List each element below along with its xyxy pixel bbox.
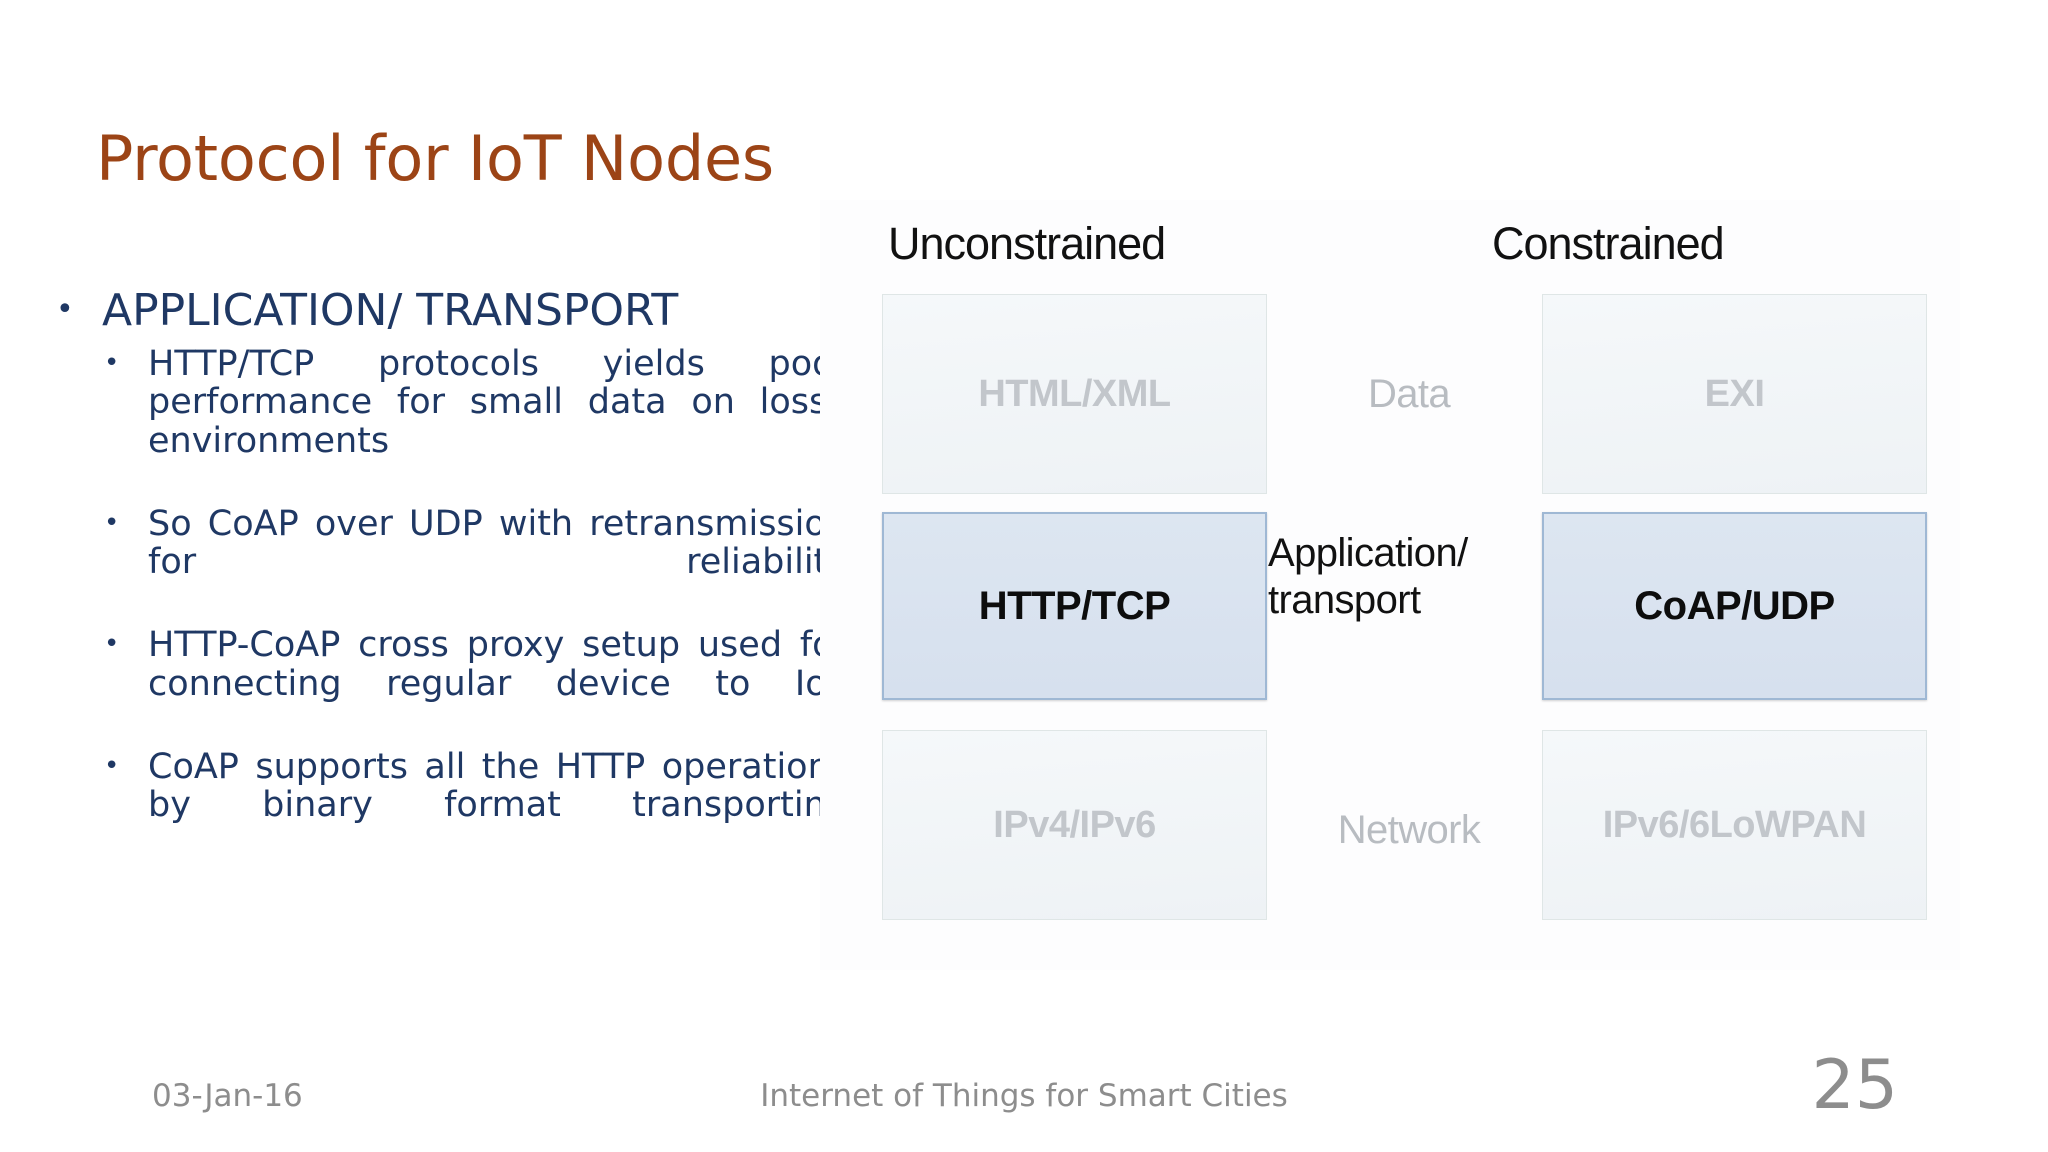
diagram-row-label-network: Network <box>1337 808 1481 852</box>
diagram-box-html-xml: HTML/XML <box>882 294 1267 494</box>
diagram-box-coap-udp: CoAP/UDP <box>1542 512 1927 700</box>
content-body: • APPLICATION/ TRANSPORT • HTTP/TCP prot… <box>48 285 848 869</box>
list-item-level2: • So CoAP over UDP with retransmission f… <box>48 503 848 621</box>
list-item-level2: • HTTP/TCP protocols yields poor perform… <box>48 343 848 499</box>
diagram-box-ipv4-ipv6: IPv4/IPv6 <box>882 730 1267 920</box>
list-item-label: So CoAP over UDP with retransmission for… <box>148 503 848 583</box>
page-title: Protocol for IoT Nodes <box>96 122 775 195</box>
bullet-glyph: • <box>104 347 120 378</box>
footer-title: Internet of Things for Smart Cities <box>760 1078 1288 1114</box>
diagram-box-ipv6-6lowpan: IPv6/6LoWPAN <box>1542 730 1927 920</box>
list-item-label: APPLICATION/ TRANSPORT <box>102 285 679 336</box>
list-item-level1: • APPLICATION/ TRANSPORT <box>48 285 848 336</box>
diagram-box-http-tcp: HTTP/TCP <box>882 512 1267 700</box>
footer-date: 03-Jan-16 <box>152 1078 303 1114</box>
protocol-stack-diagram: Unconstrained Constrained HTML/XML Data … <box>820 200 1960 970</box>
list-item-level2: • HTTP-CoAP cross proxy setup used for c… <box>48 626 848 742</box>
slide-number: 25 <box>1811 1046 1898 1125</box>
diagram-header-unconstrained: Unconstrained <box>888 218 1166 269</box>
diagram-header-constrained: Constrained <box>1492 218 1725 269</box>
diagram-box-exi: EXI <box>1542 294 1927 494</box>
bullet-glyph: • <box>104 750 120 781</box>
diagram-row-label-application-transport: Application/ transport <box>1268 531 1468 623</box>
list-item-label: CoAP supports all the HTTP operations by… <box>148 746 848 826</box>
bullet-glyph: • <box>104 629 120 660</box>
bullet-glyph: • <box>56 292 74 327</box>
list-item-level2: • CoAP supports all the HTTP operations … <box>48 746 848 864</box>
list-item-label: HTTP/TCP protocols yields poor performan… <box>148 343 848 461</box>
list-item-label: HTTP-CoAP cross proxy setup used for con… <box>148 625 848 704</box>
diagram-row-label-data: Data <box>1367 372 1451 416</box>
bullet-glyph: • <box>104 507 120 538</box>
